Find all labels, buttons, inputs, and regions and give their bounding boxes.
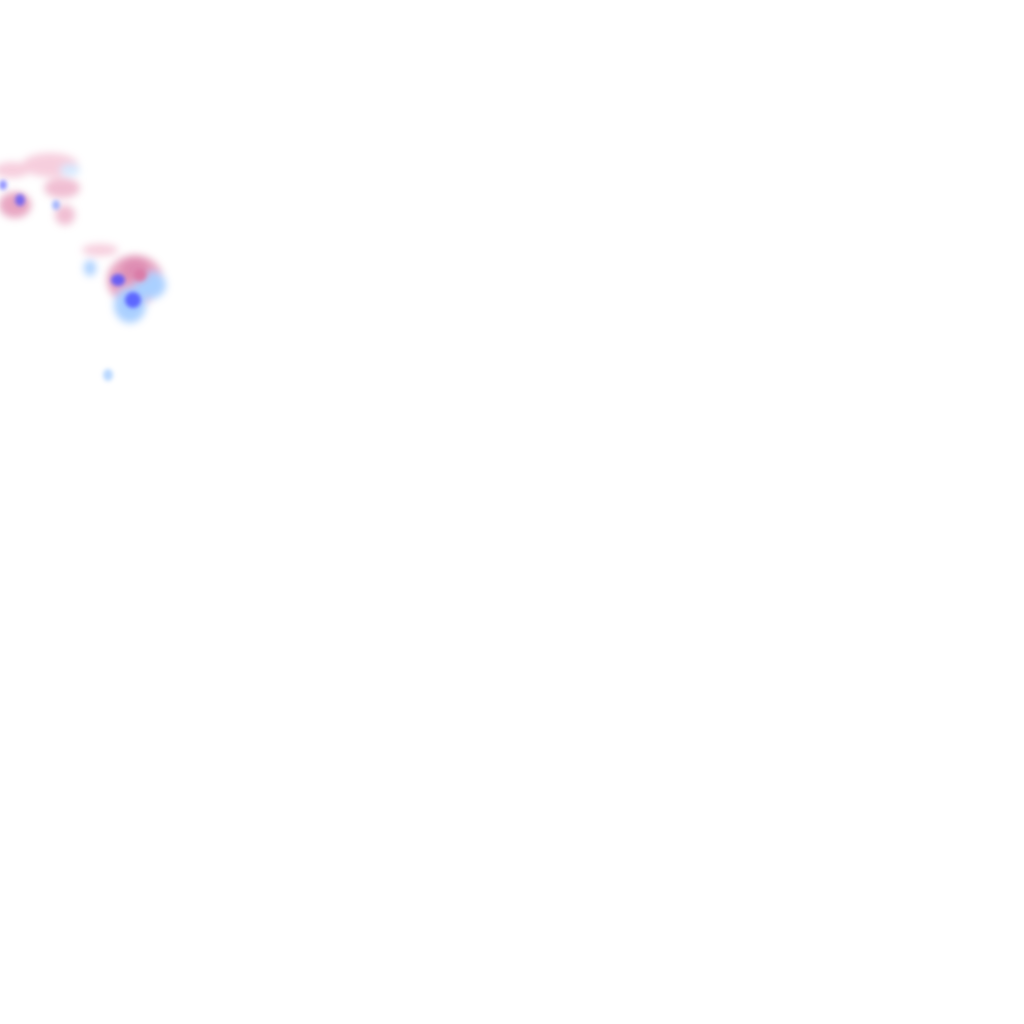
precipitation-cell-south xyxy=(103,369,113,381)
precipitation-cell-northwest xyxy=(0,153,80,225)
precipitation-cell-northwest-core xyxy=(0,180,60,210)
precipitation-cell-central-core xyxy=(111,269,146,308)
